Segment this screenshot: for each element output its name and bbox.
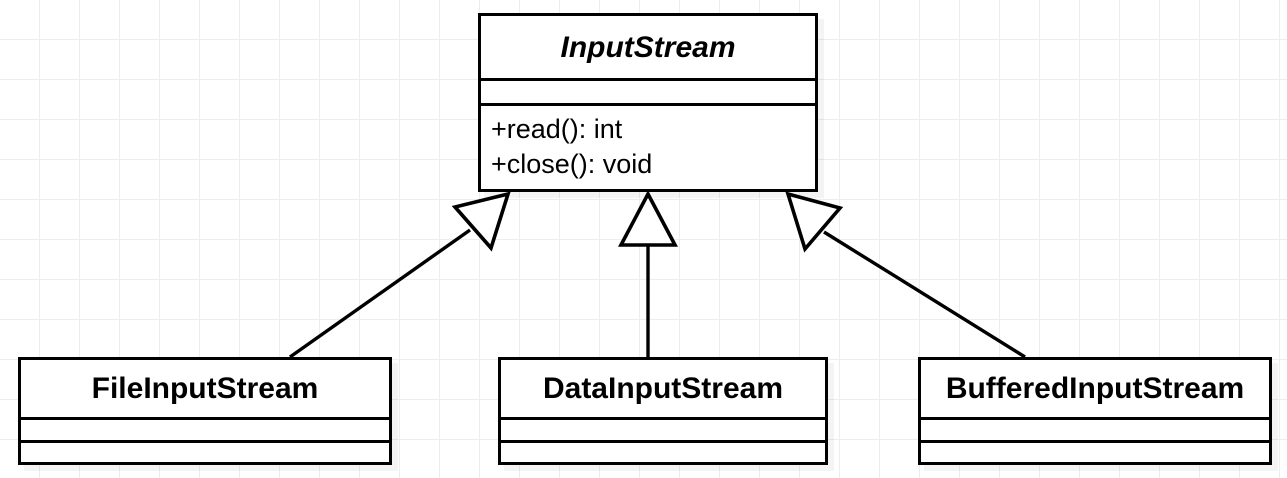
class-name-datainputstream: DataInputStream	[542, 371, 784, 405]
hollow-triangle-arrowhead-datainputstream	[618, 190, 678, 247]
class-name-bufferedinputstream: BufferedInputStream	[945, 371, 1245, 405]
class-title-compartment-fileinputstream: FileInputStream	[21, 360, 389, 417]
class-box-datainputstream[interactable]: DataInputStream	[498, 357, 828, 465]
class-box-fileinputstream[interactable]: FileInputStream	[18, 357, 392, 465]
class-name-fileinputstream: FileInputStream	[91, 371, 319, 405]
class-attributes-compartment-bufferedinputstream	[921, 416, 1269, 440]
class-title-compartment-inputstream: InputStream	[481, 16, 815, 78]
class-methods-compartment-datainputstream	[501, 440, 825, 462]
class-method-read: +read(): int	[491, 113, 623, 144]
class-attributes-compartment-inputstream	[481, 78, 815, 103]
class-attributes-compartment-datainputstream	[501, 416, 825, 440]
class-box-bufferedinputstream[interactable]: BufferedInputStream	[918, 357, 1272, 465]
generalization-fileinputstream	[289, 191, 511, 359]
generalization-line-fileinputstream	[289, 228, 471, 359]
class-name-inputstream: InputStream	[560, 30, 736, 64]
generalization-line-bufferedinputstream	[823, 230, 1026, 359]
class-title-compartment-bufferedinputstream: BufferedInputStream	[921, 360, 1269, 417]
class-methods-compartment-fileinputstream	[21, 440, 389, 462]
class-title-compartment-datainputstream: DataInputStream	[501, 360, 825, 417]
class-methods-compartment-bufferedinputstream	[921, 440, 1269, 462]
class-methods-compartment-inputstream: +read(): int +close(): void	[481, 103, 815, 189]
class-attributes-compartment-fileinputstream	[21, 416, 389, 440]
class-method-close: +close(): void	[491, 148, 653, 179]
generalization-datainputstream	[618, 190, 678, 357]
generalization-bufferedinputstream	[785, 191, 1026, 359]
hollow-triangle-arrowhead-bufferedinputstream	[785, 191, 844, 253]
class-box-inputstream[interactable]: InputStream +read(): int +close(): void	[478, 13, 818, 192]
hollow-triangle-arrowhead-fileinputstream	[451, 191, 511, 252]
